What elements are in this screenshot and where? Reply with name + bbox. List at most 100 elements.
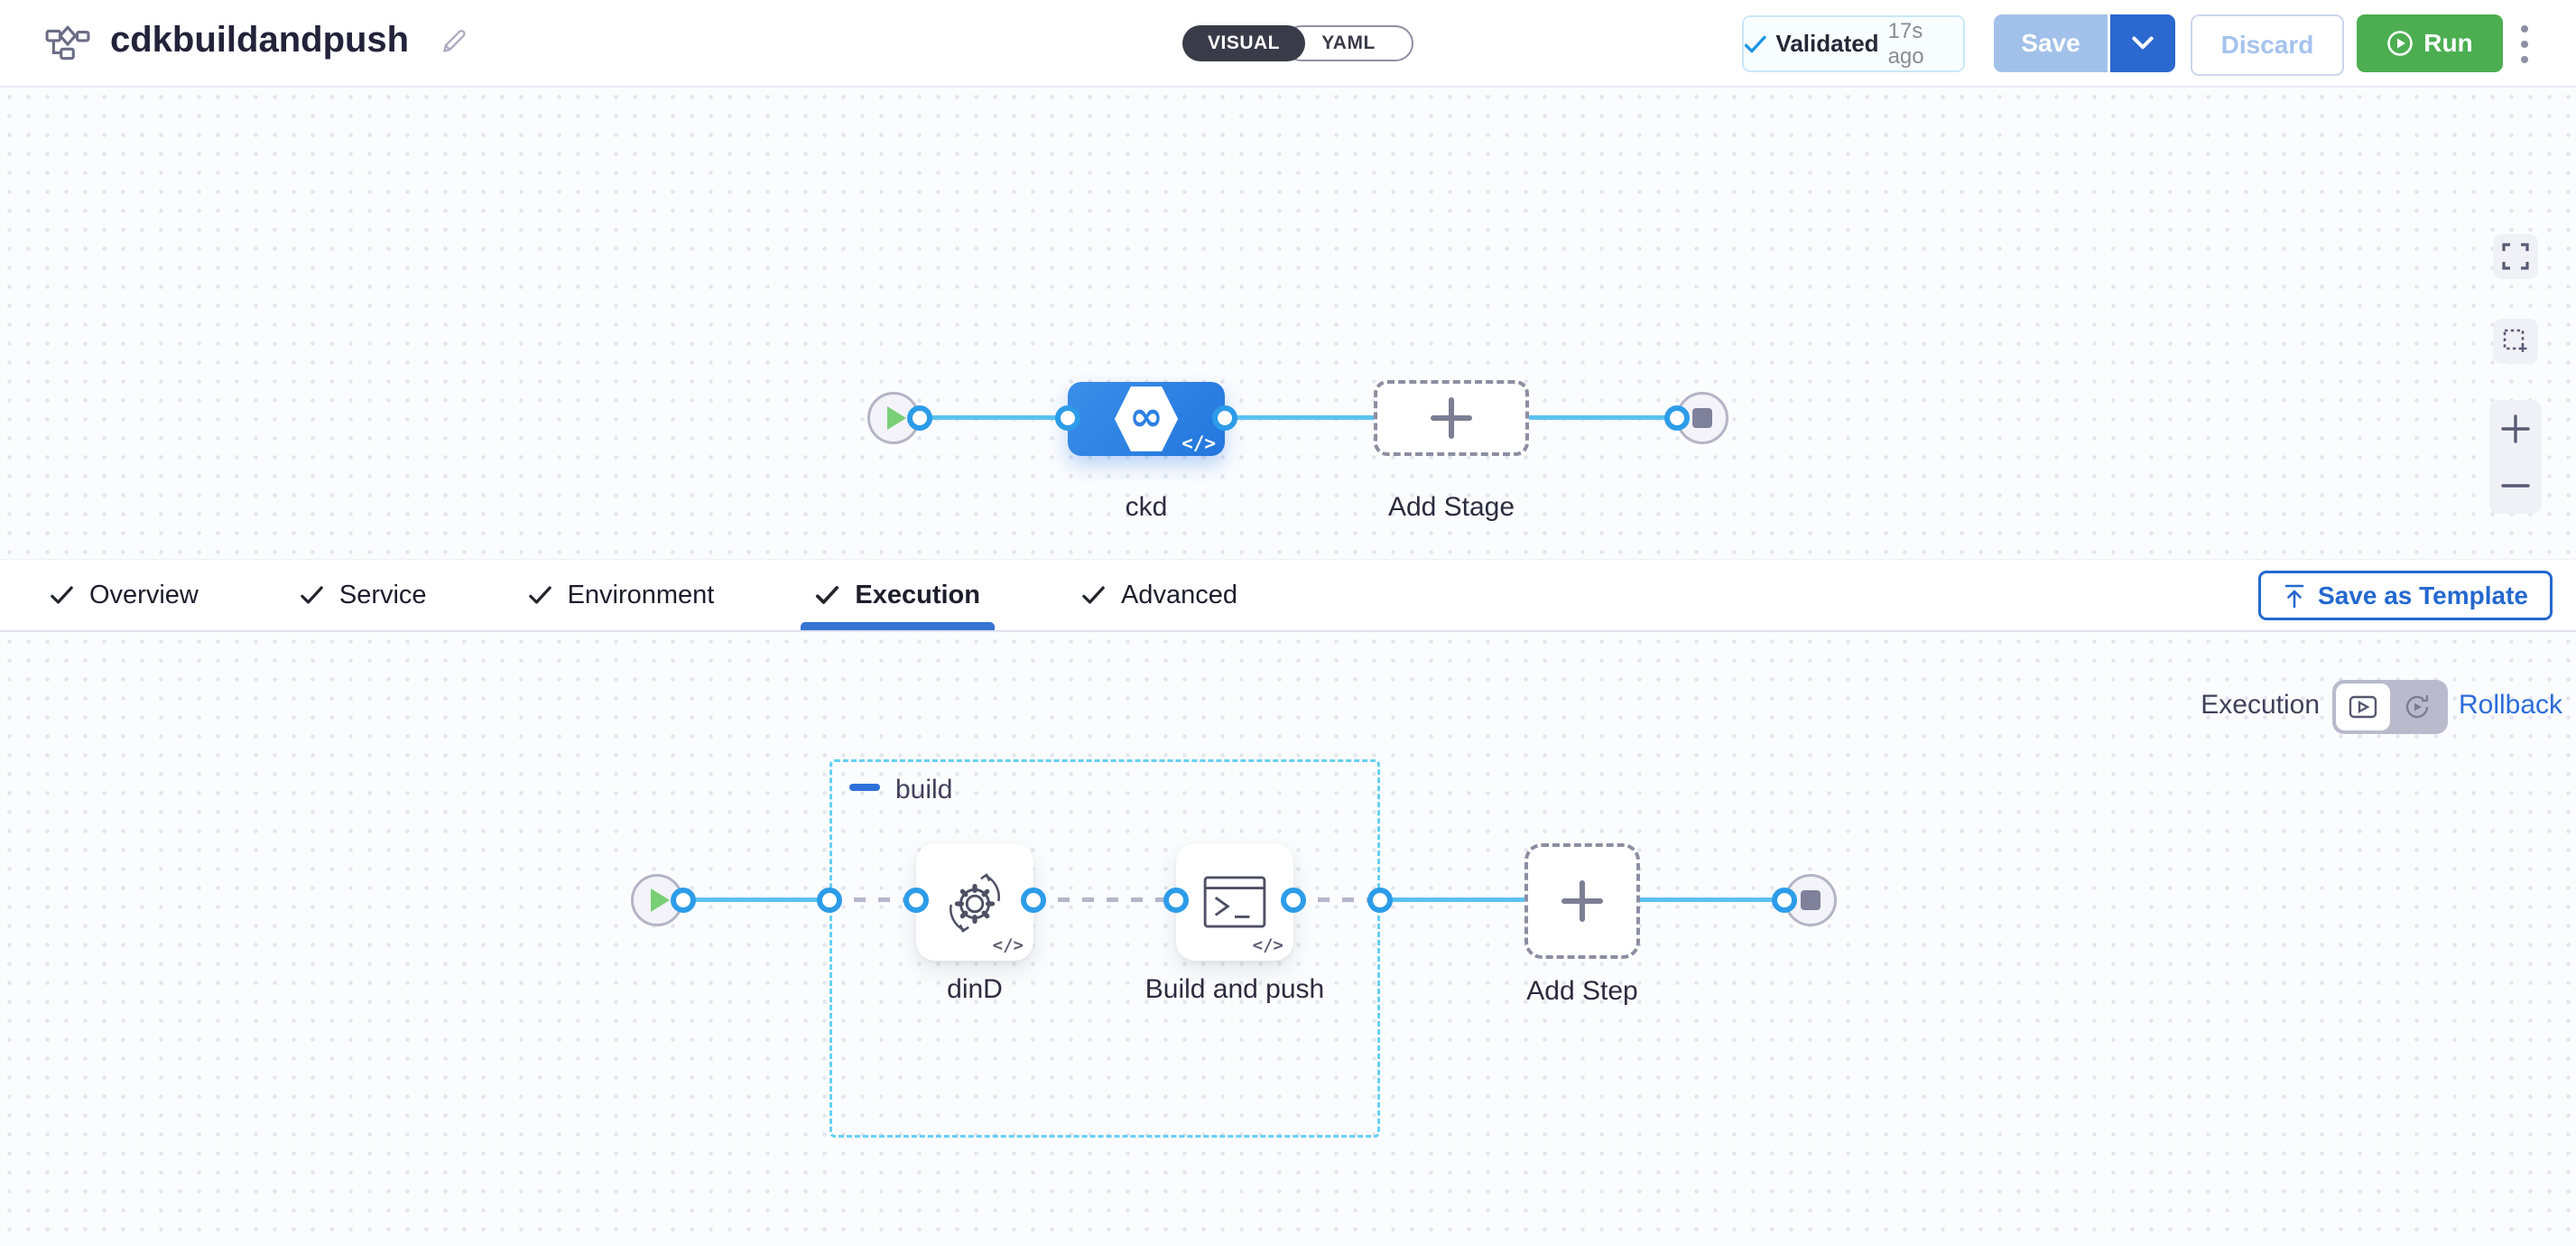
- check-icon: [528, 586, 551, 604]
- connector-port[interactable]: [1163, 888, 1189, 913]
- zoom-controls: [2489, 400, 2542, 514]
- connector-port[interactable]: [1772, 888, 1797, 913]
- validation-label: Validated: [1775, 30, 1879, 57]
- visual-toggle-button[interactable]: VISUAL: [1182, 25, 1305, 61]
- code-icon[interactable]: </>: [1181, 432, 1216, 454]
- terminal-icon: [1203, 876, 1266, 928]
- minus-collapse-icon[interactable]: [849, 784, 880, 791]
- plus-icon: [1431, 397, 1472, 439]
- check-icon: [1744, 35, 1766, 52]
- tab-environment[interactable]: Environment: [528, 560, 715, 630]
- add-stage-button[interactable]: [1374, 380, 1529, 456]
- tab-service[interactable]: Service: [300, 560, 427, 630]
- validation-status-badge[interactable]: Validated 17s ago: [1742, 15, 1965, 72]
- stage-label: ckd: [1125, 492, 1168, 522]
- marquee-select-button[interactable]: [2493, 319, 2538, 364]
- step-connector-dashed: [1033, 897, 1176, 902]
- check-icon: [816, 586, 839, 604]
- connector-port[interactable]: [1212, 405, 1237, 431]
- stage-node-ckd[interactable]: ∞ </>: [1068, 382, 1225, 456]
- fullscreen-icon: [2502, 243, 2529, 270]
- play-start-icon: [887, 406, 906, 430]
- rollback-view-button[interactable]: [2390, 693, 2444, 721]
- ci-hexagon-infinity-icon: ∞: [1114, 386, 1179, 451]
- svg-text:∞: ∞: [1129, 392, 1163, 440]
- execution-mode-label: Execution: [2201, 690, 2320, 720]
- zoom-out-button[interactable]: [2500, 470, 2531, 501]
- marquee-select-icon: [2503, 329, 2527, 352]
- connector-port[interactable]: [1055, 405, 1080, 431]
- execution-view-button[interactable]: [2336, 683, 2390, 730]
- step-group-name: build: [895, 775, 953, 804]
- fullscreen-button[interactable]: [2493, 234, 2538, 279]
- step-connector-line: [683, 897, 829, 902]
- zoom-in-icon: [2501, 414, 2530, 443]
- step-node-build-and-push[interactable]: </>: [1176, 843, 1293, 961]
- save-as-template-button[interactable]: Save as Template: [2258, 571, 2553, 620]
- check-icon: [301, 586, 323, 604]
- rollback-view-icon: [2405, 695, 2429, 719]
- connector-port[interactable]: [671, 888, 696, 913]
- connector-port[interactable]: [1664, 405, 1690, 431]
- play-start-icon: [651, 888, 670, 912]
- step-group-build[interactable]: [829, 759, 1380, 1138]
- execution-canvas[interactable]: Execution Rollback: [0, 630, 2576, 1246]
- validation-time: 17s ago: [1887, 18, 1924, 69]
- run-button[interactable]: Run: [2357, 14, 2503, 72]
- step-node-dind[interactable]: </>: [916, 843, 1033, 961]
- rollback-link[interactable]: Rollback: [2459, 690, 2563, 720]
- execution-view-icon: [2349, 695, 2377, 719]
- save-separator: [2108, 25, 2110, 61]
- stop-end-icon: [1692, 408, 1712, 428]
- zoom-in-button[interactable]: [2500, 414, 2531, 444]
- connector-port[interactable]: [817, 888, 842, 913]
- run-label: Run: [2423, 29, 2473, 57]
- code-icon[interactable]: </>: [1252, 935, 1283, 955]
- check-icon: [51, 586, 73, 604]
- tab-label: Service: [338, 580, 427, 609]
- tab-label: Environment: [567, 580, 715, 609]
- tab-label: Execution: [855, 580, 980, 609]
- connector-port[interactable]: [1281, 888, 1306, 913]
- connector-port[interactable]: [1021, 888, 1046, 913]
- stage-connector-line: [894, 415, 1702, 420]
- stage-canvas[interactable]: ∞ </> ckd Add Stage: [0, 88, 2576, 559]
- step-connector-dashed: [829, 897, 916, 902]
- tab-label: Overview: [89, 580, 199, 609]
- pipeline-icon: [45, 24, 90, 60]
- upload-icon: [2284, 584, 2304, 608]
- add-stage-label: Add Stage: [1387, 492, 1515, 522]
- save-split-button: Save: [1994, 14, 2175, 72]
- yaml-toggle-button[interactable]: YAML: [1283, 25, 1413, 61]
- header: cdkbuildandpush YAML VISUAL Validated 17…: [0, 0, 2576, 88]
- connector-port[interactable]: [903, 888, 929, 913]
- step-label: dinD: [947, 974, 1003, 1004]
- tab-advanced[interactable]: Advanced: [1081, 560, 1237, 630]
- chevron-down-icon: [2132, 36, 2154, 50]
- gear-sync-icon: [950, 873, 1000, 933]
- connector-port[interactable]: [907, 405, 932, 431]
- add-step-label: Add Step: [1526, 976, 1638, 1006]
- add-step-button[interactable]: [1524, 843, 1640, 959]
- zoom-out-icon: [2501, 483, 2530, 488]
- stop-end-icon: [1801, 890, 1821, 910]
- edit-pencil-icon[interactable]: [439, 25, 469, 56]
- save-as-template-label: Save as Template: [2318, 581, 2528, 609]
- tab-execution[interactable]: Execution: [801, 560, 995, 630]
- discard-button[interactable]: Discard: [2191, 14, 2344, 76]
- kebab-menu-icon[interactable]: [2514, 19, 2535, 70]
- run-play-icon: [2387, 31, 2414, 56]
- tab-overview[interactable]: Overview: [50, 560, 199, 630]
- save-button[interactable]: Save: [1994, 14, 2108, 72]
- stage-config-tabs: Overview Service Environment Execution A…: [0, 559, 2576, 630]
- visual-yaml-toggle: YAML VISUAL: [1182, 25, 1413, 61]
- step-connector-dashed: [1293, 897, 1380, 902]
- plus-icon: [1561, 880, 1603, 922]
- save-options-button[interactable]: [2110, 14, 2175, 72]
- execution-rollback-toggle: [2332, 680, 2448, 734]
- code-icon[interactable]: </>: [992, 935, 1024, 955]
- step-label: Build and push: [1144, 974, 1325, 1004]
- page-title: cdkbuildandpush: [110, 20, 410, 60]
- connector-port[interactable]: [1367, 888, 1393, 913]
